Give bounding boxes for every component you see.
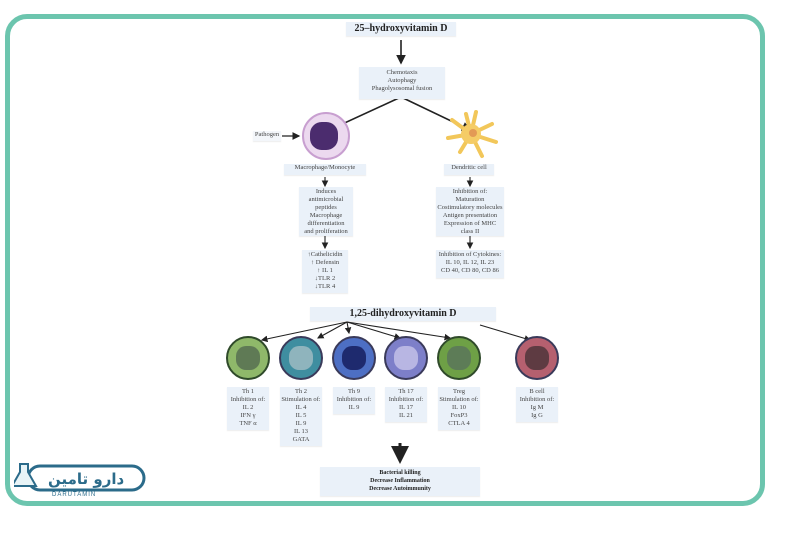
cytokine-line: Inhibition of Cytokines: bbox=[438, 251, 502, 258]
cell-info-line: Stimulation of: bbox=[439, 396, 479, 403]
outcomes-box: Bacterial killing Decrease Inflammation … bbox=[320, 467, 480, 496]
dendritic-label: Dendritic cell bbox=[451, 164, 487, 171]
arrow-treg bbox=[346, 321, 452, 341]
effect-line: Maturation bbox=[455, 196, 485, 203]
cell-info-line: Inhibition of: bbox=[336, 396, 372, 403]
marker-line: ↑Cathelicidin bbox=[307, 251, 343, 258]
effect-line: Phagolysosomal fusion bbox=[371, 85, 433, 92]
cell-info-line: IL 4 bbox=[295, 404, 307, 411]
cell-info-line: Ig M bbox=[530, 404, 544, 411]
macrophage-markers-box: ↑Cathelicidin ↑ Defensin ↑ IL 1 ↓TLR 2 ↓… bbox=[302, 250, 348, 293]
marker-line: ↓TLR 2 bbox=[314, 275, 336, 282]
top-title: 25–hydroxyvitamin D bbox=[354, 23, 448, 34]
cell-info-line: IL 21 bbox=[398, 412, 414, 419]
effect-line: Chemotaxis bbox=[386, 69, 418, 76]
cell-icon-th-2 bbox=[279, 336, 323, 380]
effect-line: Autophagy bbox=[387, 77, 417, 84]
dendritic-cytokines-box: Inhibition of Cytokines: IL 10, IL 12, I… bbox=[436, 250, 504, 278]
cell-info-line: IL 17 bbox=[398, 404, 414, 411]
top-title-box: 25–hydroxyvitamin D bbox=[346, 22, 456, 36]
logo-flask-icon: دارو تامین bbox=[10, 463, 146, 492]
arrow-bcell bbox=[479, 324, 532, 342]
cell-info-line: TNF α bbox=[239, 420, 257, 427]
arrow-th1 bbox=[260, 321, 348, 343]
cell-info-line: Th 17 bbox=[398, 388, 414, 395]
effect-line: Costimulatory molecules bbox=[437, 204, 503, 211]
svg-text:دارو تامین: دارو تامین bbox=[48, 470, 124, 488]
dendritic-effects-box: Inhibition of: Maturation Costimulatory … bbox=[436, 187, 504, 236]
darutamin-logo: دارو تامین DARUTAMIN bbox=[10, 460, 149, 500]
cell-icon-treg bbox=[437, 336, 481, 380]
macrophage-label-box: Macrophage/Monocyte bbox=[284, 164, 366, 175]
cytokine-line: IL 10, IL 12, IL 23 bbox=[445, 259, 495, 266]
macrophage-cell-icon bbox=[302, 112, 350, 160]
arrow-th9 bbox=[344, 321, 352, 335]
content-frame bbox=[5, 14, 765, 506]
effect-line: class II bbox=[460, 228, 480, 235]
cell-info-line: IL 5 bbox=[295, 412, 307, 419]
outcome-line: Decrease Inflammation bbox=[370, 478, 430, 484]
arrow-th2 bbox=[317, 321, 348, 339]
macrophage-effects-box: Induces antimicrobial peptides Macrophag… bbox=[299, 187, 353, 236]
cell-info-line: Inhibition of: bbox=[519, 396, 555, 403]
cell-info-line: IL 13 bbox=[293, 428, 309, 435]
cell-info-line: Th 1 bbox=[241, 388, 255, 395]
cell-info-line: IL 2 bbox=[242, 404, 254, 411]
cell-info-line: Ig G bbox=[531, 412, 543, 419]
outcome-line: Bacterial killing bbox=[379, 470, 421, 476]
cell-info-line: Stimulation of: bbox=[281, 396, 321, 403]
effect-line: Induces bbox=[315, 188, 337, 195]
arrow-th17 bbox=[346, 321, 402, 340]
cell-info-line: IFN γ bbox=[240, 412, 256, 419]
active-title: 1,25-dihydroxyvitamin D bbox=[349, 308, 457, 319]
cell-info-line: Treg bbox=[452, 388, 466, 395]
cell-info-line: IL 10 bbox=[451, 404, 467, 411]
pathogen-label: Pathogen bbox=[254, 131, 280, 138]
cell-info-line: Inhibition of: bbox=[388, 396, 424, 403]
macrophage-label: Macrophage/Monocyte bbox=[294, 164, 356, 171]
cell-info-line: FoxP3 bbox=[450, 412, 468, 419]
cell-icon-b-cell bbox=[515, 336, 559, 380]
pathogen-label-box: Pathogen bbox=[253, 131, 281, 141]
effect-line: Inhibition of: bbox=[452, 188, 488, 195]
logo-text: DARUTAMIN bbox=[52, 492, 97, 498]
active-title-box: 1,25-dihydroxyvitamin D bbox=[310, 307, 496, 321]
effect-line: and proliferation bbox=[304, 228, 348, 235]
outcome-line: Decrease Autoimmunity bbox=[369, 486, 431, 492]
cell-icon-th-9 bbox=[332, 336, 376, 380]
effect-line: Expression of MHC bbox=[443, 220, 497, 227]
dendritic-label-box: Dendritic cell bbox=[444, 164, 494, 175]
marker-line: ↑ Defensin bbox=[310, 259, 340, 266]
cell-info-line: Th 9 bbox=[347, 388, 361, 395]
cell-info-line: Inhibition of: bbox=[230, 396, 266, 403]
cell-info-line: CTLA 4 bbox=[448, 420, 470, 427]
cell-icon-th-17 bbox=[384, 336, 428, 380]
cell-info-line: GATA bbox=[292, 436, 310, 443]
effect-line: Macrophage bbox=[309, 212, 343, 219]
cell-info-line: B cell bbox=[529, 388, 545, 395]
effect-line: Antigen presentation bbox=[442, 212, 498, 219]
marker-line: ↑ IL 1 bbox=[317, 267, 333, 274]
first-effects-box: Chemotaxis Autophagy Phagolysosomal fusi… bbox=[359, 67, 445, 99]
cell-info-line: IL 9 bbox=[295, 420, 307, 427]
cell-info-line: IL 9 bbox=[348, 404, 360, 411]
effect-line: antimicrobial bbox=[308, 196, 344, 203]
cell-icon-th-1 bbox=[226, 336, 270, 380]
dendritic-cell-icon bbox=[446, 110, 498, 158]
marker-line: ↓TLR 4 bbox=[314, 283, 336, 290]
cytokine-line: CD 40, CD 80, CD 86 bbox=[441, 267, 499, 274]
cell-info-line: Th 2 bbox=[294, 388, 308, 395]
effect-line: differentiation bbox=[307, 220, 345, 227]
effect-line: peptides bbox=[315, 204, 337, 211]
